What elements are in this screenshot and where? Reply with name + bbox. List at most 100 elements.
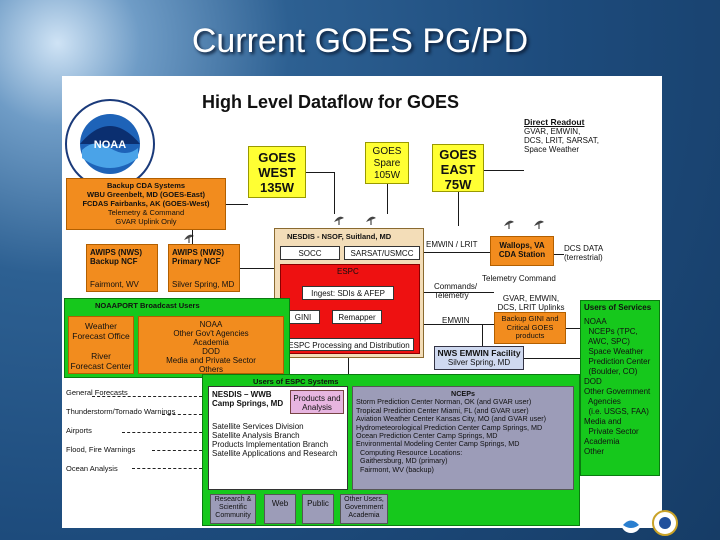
direct-readout-title: Direct Readout bbox=[524, 117, 585, 127]
users-of-services-item: Agencies bbox=[584, 397, 621, 406]
dcs-data-label: DCS DATA (terrestrial) bbox=[564, 244, 624, 262]
espc-processing-box: ESPC Processing and Distribution bbox=[284, 338, 414, 351]
noaa-logo: NOAA bbox=[65, 99, 155, 189]
goes-east-line3: 75W bbox=[444, 177, 472, 192]
research-box: Research & Scientific Community bbox=[210, 494, 256, 524]
ncep-item: Gaithersburg, MD (primary) bbox=[356, 456, 448, 466]
satellite-dish-icon bbox=[504, 220, 514, 229]
nws-emwin-box: NWS EMWIN Facility Silver Spring, MD bbox=[434, 346, 524, 370]
forecast-item: Thunderstorm/Tornado Warnings bbox=[66, 407, 176, 416]
weather-office-line1: Weather bbox=[85, 321, 117, 331]
users-of-services-title: Users of Services bbox=[584, 303, 652, 312]
forecast-list: General Forecasts Thunderstorm/Tornado W… bbox=[66, 388, 202, 483]
connector-line bbox=[424, 252, 490, 253]
web-box: Web bbox=[264, 494, 296, 524]
awips-backup-box: AWIPS (NWS) Backup NCF Fairmont, WV bbox=[86, 244, 158, 292]
dcs-data-line2: (terrestrial) bbox=[564, 253, 603, 262]
weather-office-box: Weather Forecast Office River Forecast C… bbox=[68, 316, 134, 374]
goes-east-line2: EAST bbox=[440, 162, 476, 177]
socc-box: SOCC bbox=[280, 246, 340, 260]
research-line1: Research & bbox=[214, 496, 252, 503]
connector-line bbox=[482, 324, 483, 346]
sarsat-box: SARSAT/USMCC bbox=[344, 246, 420, 260]
other-users-box: Other Users, Government Academia bbox=[340, 494, 388, 524]
weather-office-line2: Forecast Office bbox=[72, 331, 130, 341]
research-line2: Scientific bbox=[218, 504, 247, 511]
awips-backup-location: Fairmont, WV bbox=[90, 280, 139, 289]
goes-west-line3: 135W bbox=[260, 180, 294, 195]
diagram-title: High Level Dataflow for GOES bbox=[202, 92, 460, 112]
wallops-box: Wallops, VA CDA Station bbox=[490, 236, 554, 266]
forecast-item: Ocean Analysis bbox=[66, 464, 118, 473]
goes-west-line2: WEST bbox=[258, 165, 296, 180]
ncep-item: Storm Prediction Center Norman, OK (and … bbox=[356, 397, 532, 407]
direct-readout: Direct Readout GVAR, EMWIN, DCS, LRIT, S… bbox=[524, 117, 644, 155]
diagram-canvas: High Level Dataflow for GOES NOAA GOES W… bbox=[62, 76, 662, 528]
gvar-emwin-uplinks-label: GVAR, EMWIN, DCS, LRIT Uplinks bbox=[486, 294, 576, 312]
satellite-dish-icon bbox=[366, 216, 376, 225]
nws-logo bbox=[621, 513, 641, 533]
backup-gini-box: Backup GINI and Critical GOES products bbox=[494, 312, 566, 344]
nesdis-wwb-title1: NESDIS – WWB bbox=[212, 390, 272, 399]
nws-emwin-title: NWS EMWIN Facility bbox=[437, 348, 521, 358]
ncep-item: Aviation Weather Center Kansas City, MO … bbox=[356, 414, 547, 424]
connector-line bbox=[348, 358, 349, 374]
ncep-item: Computing Resource Locations: bbox=[356, 447, 463, 457]
nesdis-wwb-line1: Satellite Services Division bbox=[212, 422, 304, 431]
connector-line bbox=[554, 254, 564, 255]
nesdis-wwb-line2: Satellite Analysis Branch bbox=[212, 431, 300, 440]
awips-primary-box: AWIPS (NWS) Primary NCF Silver Spring, M… bbox=[168, 244, 240, 292]
connector-line bbox=[192, 230, 193, 244]
espc-users-title: Users of ESPC Systems bbox=[253, 377, 339, 386]
users-of-services-item: Media and bbox=[584, 417, 622, 426]
doc-seal-logo bbox=[652, 510, 678, 536]
ncep-title: NCEPs bbox=[451, 389, 475, 398]
noaa-logo-center: NOAA bbox=[94, 139, 126, 151]
products-analysis-line1: Products and bbox=[293, 394, 341, 403]
users-of-services-item: NOAA bbox=[584, 317, 607, 326]
gvar-emwin-line1: GVAR, EMWIN, bbox=[502, 294, 560, 303]
connector-line bbox=[334, 172, 335, 214]
ingest-box: Ingest: SDIs & AFEP bbox=[302, 286, 394, 300]
satellite-dish-icon bbox=[334, 216, 344, 225]
connector-line bbox=[387, 184, 388, 214]
users-of-services-list: NOAA NCEPs (TPC, AWC, SPC) Space Weather… bbox=[584, 317, 656, 457]
noaa-other-line3: Academia bbox=[193, 338, 229, 347]
connector-line bbox=[424, 292, 494, 293]
noaa-other-line4: DOD bbox=[202, 347, 220, 356]
users-of-services-item: Space Weather bbox=[584, 347, 644, 356]
ncep-box: NCEPs Storm Prediction Center Norman, OK… bbox=[352, 386, 574, 490]
noaaport-title: NOAAPORT Broadcast Users bbox=[95, 301, 200, 310]
goes-spare-line1: GOES bbox=[372, 146, 402, 157]
users-of-services-item: DOD bbox=[584, 377, 602, 386]
nsof-title: NESDIS - NSOF, Suitland, MD bbox=[287, 232, 392, 241]
satellite-dish-icon bbox=[534, 220, 544, 229]
dashed-connector bbox=[152, 450, 202, 451]
awips-primary-line1: AWIPS (NWS) bbox=[172, 248, 224, 257]
goes-spare-line2: Spare bbox=[373, 158, 401, 169]
backup-cda-line3: Telemetry & Command bbox=[107, 208, 185, 217]
ncep-item: Environmental Modeling Center Camp Sprin… bbox=[356, 439, 520, 449]
research-line3: Community bbox=[215, 512, 251, 519]
users-of-services-box: Users of Services NOAA NCEPs (TPC, AWC, … bbox=[580, 300, 660, 476]
awips-backup-line2: Backup NCF bbox=[90, 257, 138, 266]
products-analysis-box: Products and Analysis bbox=[290, 390, 344, 414]
dashed-connector bbox=[122, 432, 202, 433]
dcs-data-line1: DCS DATA bbox=[564, 244, 604, 253]
ncep-list: Storm Prediction Center Norman, OK (and … bbox=[356, 397, 570, 474]
ncep-item: Ocean Prediction Center Camp Springs, MD bbox=[356, 431, 498, 441]
remapper-box: Remapper bbox=[332, 310, 382, 324]
river-center-line1: River bbox=[91, 351, 111, 361]
emwin-lrit-label: EMWIN / LRIT bbox=[426, 240, 478, 249]
nesdis-wwb-line4: Satellite Applications and Research bbox=[212, 449, 338, 458]
users-of-services-item: AWC, SPC) bbox=[584, 337, 630, 346]
commands-telemetry-label: Commands/ Telemetry bbox=[434, 282, 484, 300]
awips-backup-line1: AWIPS (NWS) bbox=[90, 248, 142, 257]
forecast-item: Airports bbox=[66, 426, 92, 435]
goes-spare-box: GOES Spare 105W bbox=[365, 142, 409, 184]
products-analysis-line2: Analysis bbox=[302, 403, 332, 412]
direct-readout-line3: Space Weather bbox=[524, 145, 579, 154]
backup-gini-line2: Critical GOES bbox=[506, 322, 554, 332]
connector-line bbox=[424, 324, 494, 325]
noaa-other-line6: Others bbox=[198, 365, 223, 374]
